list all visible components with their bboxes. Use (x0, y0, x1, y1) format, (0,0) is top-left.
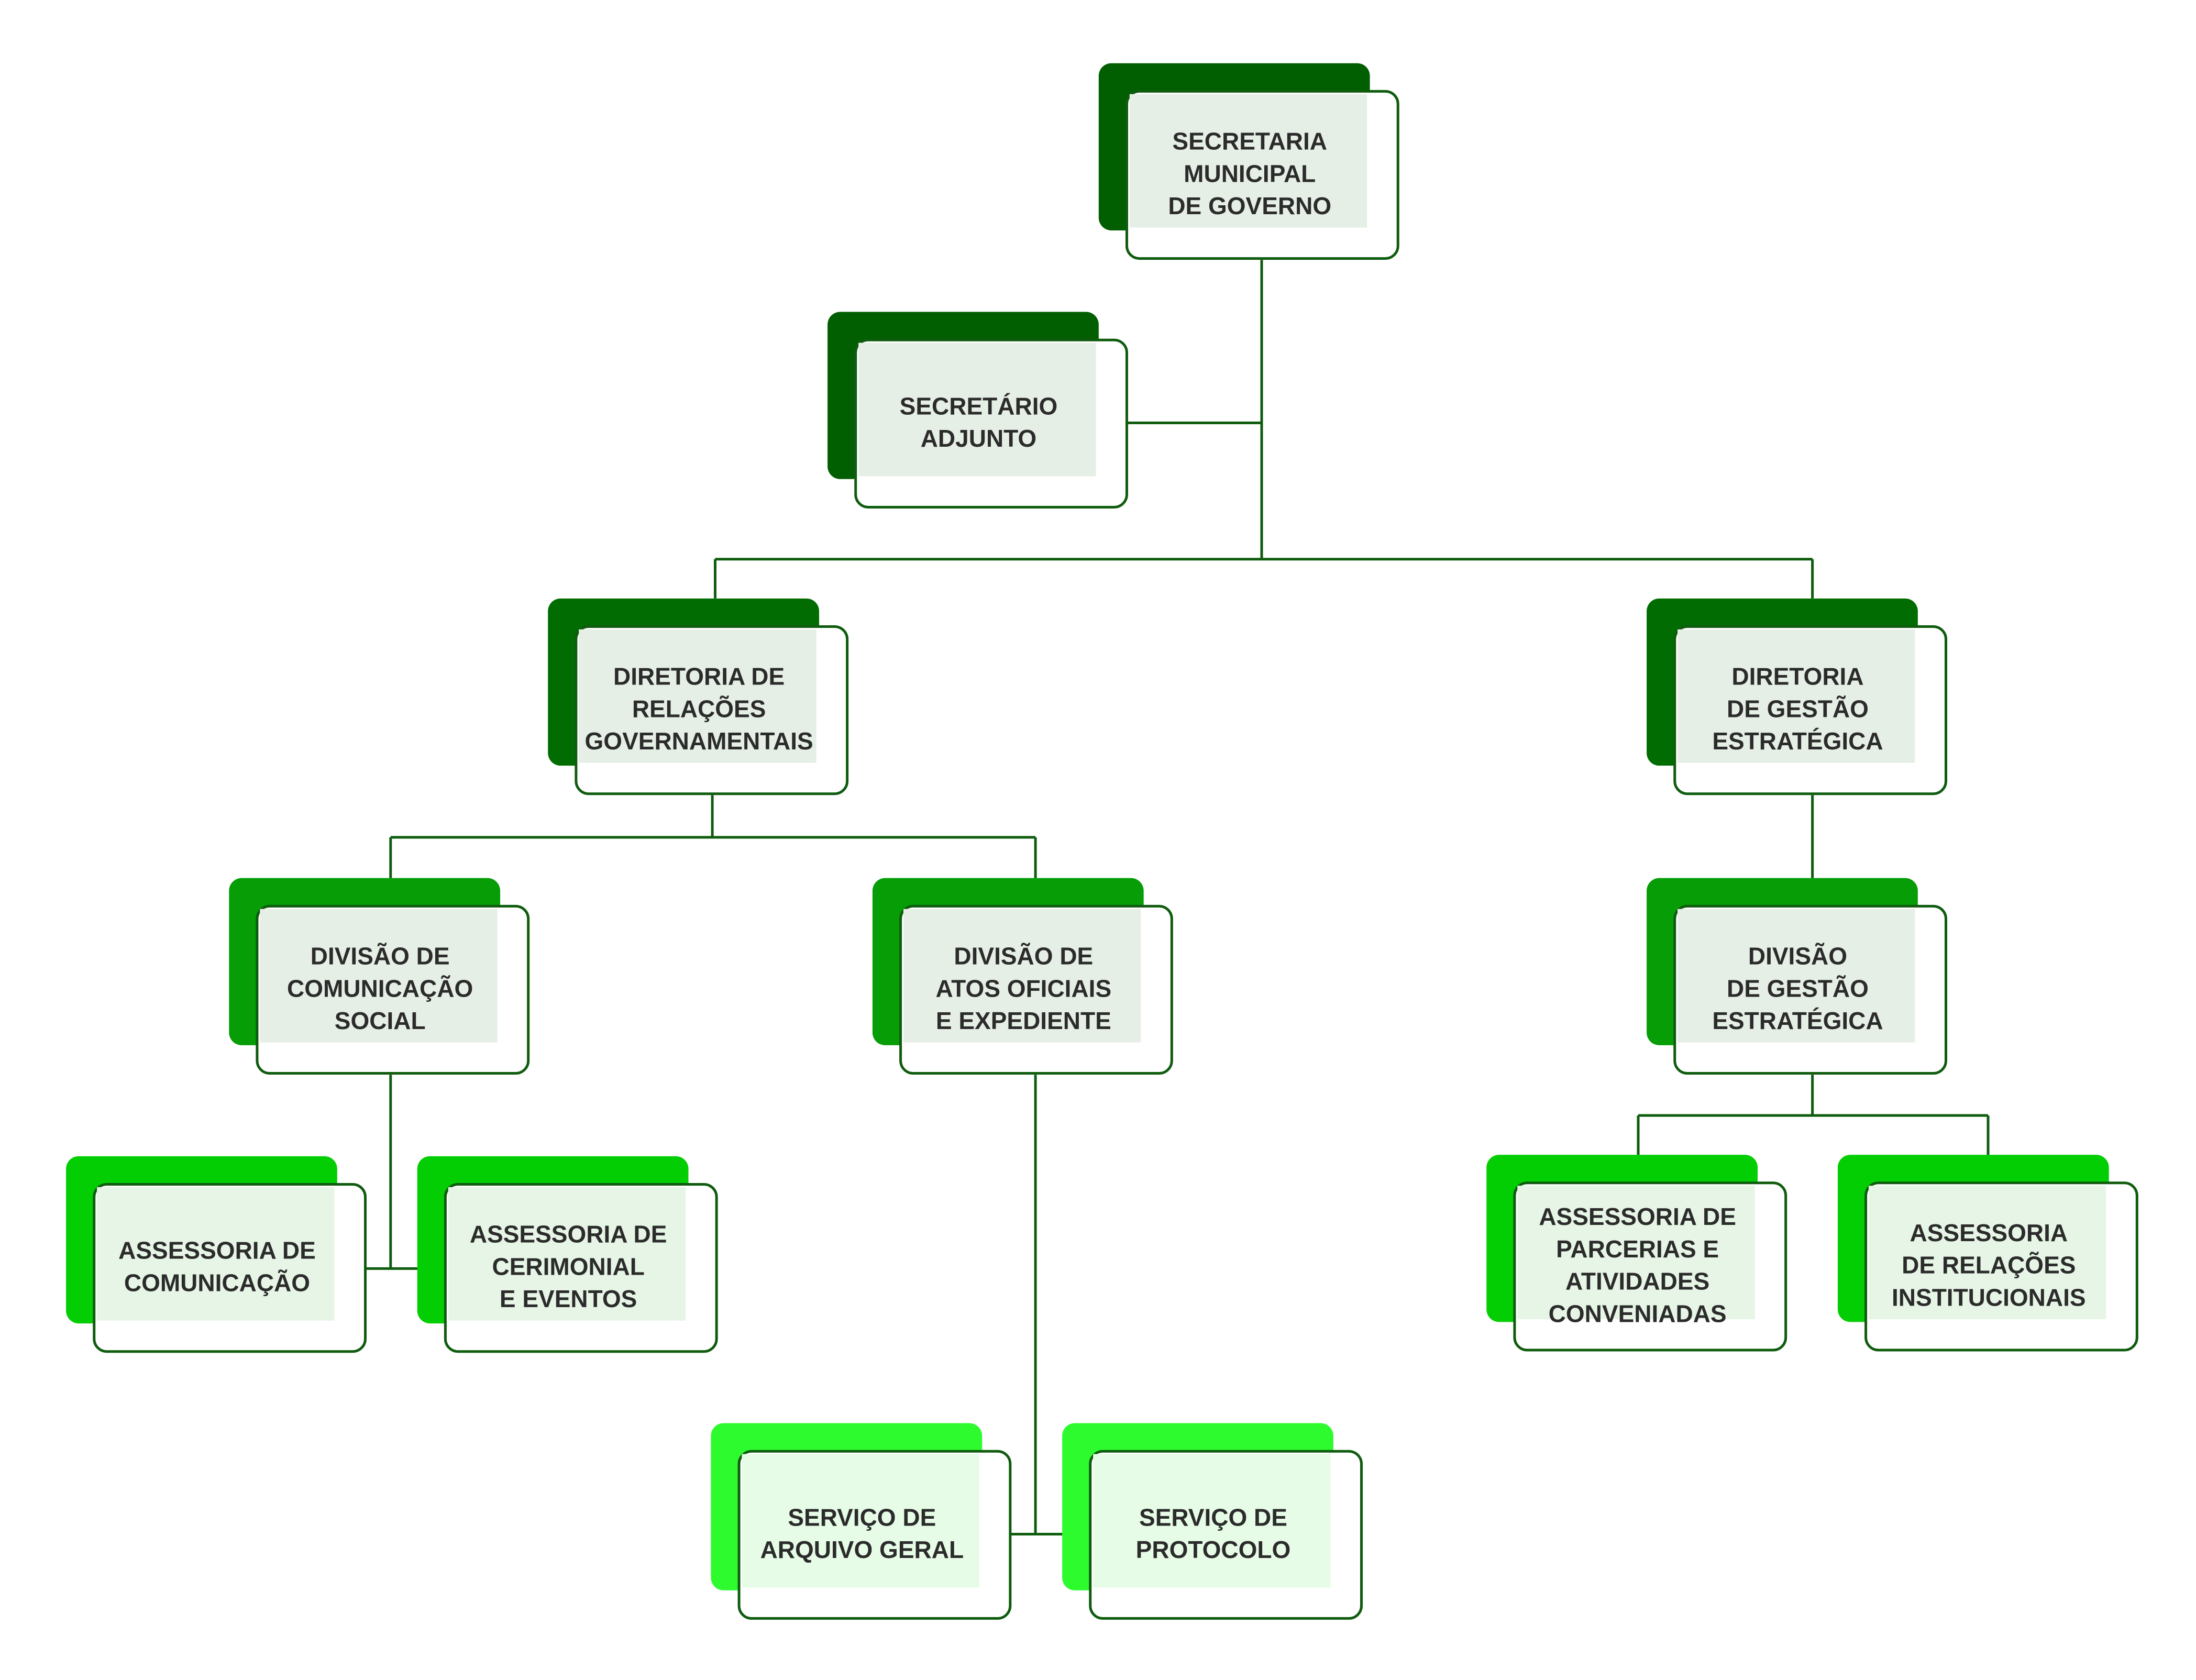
node-label: SERVIÇO DE (1139, 1504, 1287, 1531)
node-label: SERVIÇO DE (788, 1504, 936, 1531)
node-label: SECRETARIA (1172, 128, 1327, 155)
node-tint (1868, 1186, 2106, 1320)
node-label: E EXPEDIENTE (936, 1007, 1111, 1034)
node-label: ADJUNTO (921, 425, 1037, 452)
node-label: SECRETÁRIO (900, 392, 1058, 419)
org-nodes: SECRETARIA MUNICIPAL DE GOVERNO SECRETÁRIO A… (66, 63, 2138, 1620)
node-label: E EVENTOS (500, 1285, 637, 1312)
node-label: ESTRATÉGICA (1712, 727, 1883, 755)
node-label: ARQUIVO GERAL (760, 1536, 964, 1563)
node-label: DIVISÃO DE (954, 943, 1093, 970)
org-node-divisao-atos: DIVISÃO DE ATOS OFICIAIS E EXPEDIENTE (872, 878, 1173, 1075)
node-label: DIVISÃO DE (311, 943, 450, 970)
org-node-assessoria-relacoes: ASSESSORIA DE RELAÇÕES INSTITUCIONAIS (1837, 1155, 2138, 1352)
node-tint (579, 629, 816, 763)
org-node-diretoria-gestao: DIRETORIA DE GESTÃO ESTRATÉGICA (1647, 598, 1947, 795)
node-tint (1678, 629, 1915, 763)
node-label: DE RELAÇÕES (1902, 1252, 2076, 1279)
node-label: INSTITUCIONAIS (1892, 1284, 2086, 1311)
org-node-assessoria-parcerias: ASSESSORIA DE PARCERIAS E ATIVIDADES CONVEN… (1486, 1155, 1787, 1352)
node-tint (903, 909, 1141, 1043)
node-label: GOVERNAMENTAIS (585, 727, 813, 755)
connector-lines (363, 260, 1990, 1535)
node-label: DE GOVERNO (1168, 192, 1331, 219)
node-label: ASSESSORIA DE (470, 1221, 667, 1248)
node-label: ASSESSORIA (1910, 1219, 2068, 1246)
node-label: COMUNICAÇÃO (287, 975, 473, 1002)
node-label: CERIMONIAL (492, 1253, 644, 1280)
node-tint (1678, 909, 1915, 1043)
org-node-diretoria-relacoes: DIRETORIA DE RELAÇÕES GOVERNAMENTAIS (548, 598, 849, 795)
org-node-divisao-comunicacao: DIVISÃO DE COMUNICAÇÃO SOCIAL (229, 878, 530, 1075)
node-tint (858, 342, 1096, 477)
node-tint (1093, 1454, 1331, 1588)
node-label: DIVISÃO (1748, 943, 1847, 970)
node-label: DIRETORIA DE (613, 663, 785, 690)
node-tint (1517, 1186, 1755, 1320)
node-label: MUNICIPAL (1184, 160, 1316, 187)
node-tint (1129, 94, 1367, 228)
node-label: DIRETORIA (1731, 663, 1863, 690)
node-tint (448, 1187, 686, 1321)
node-label: PROTOCOLO (1136, 1536, 1291, 1563)
node-label: ASSESSORIA DE (1539, 1203, 1736, 1230)
org-node-secretario-adjunto: SECRETÁRIO ADJUNTO (827, 312, 1128, 509)
org-node-secretaria: SECRETARIA MUNICIPAL DE GOVERNO (1098, 63, 1399, 260)
org-node-servico-arquivo: SERVIÇO DE ARQUIVO GERAL (711, 1423, 1012, 1620)
org-node-assessoria-comunicacao: ASSESSORIA DE COMUNICAÇÃO (66, 1156, 367, 1353)
node-label: ASSESSORIA DE (118, 1237, 316, 1264)
org-node-divisao-gestao: DIVISÃO DE GESTÃO ESTRATÉGICA (1647, 878, 1947, 1075)
node-label: RELAÇÕES (632, 695, 766, 722)
node-label: ATOS OFICIAIS (935, 975, 1111, 1002)
node-label: CONVENIADAS (1549, 1300, 1727, 1327)
node-tint (742, 1454, 979, 1588)
node-label: PARCERIAS E (1556, 1235, 1719, 1263)
node-label: COMUNICAÇÃO (124, 1269, 310, 1296)
org-node-assessoria-cerimonial: ASSESSORIA DE CERIMONIAL E EVENTOS (417, 1156, 718, 1353)
node-label: DE GESTÃO (1727, 975, 1869, 1002)
node-label: ESTRATÉGICA (1712, 1007, 1883, 1034)
node-tint (97, 1187, 335, 1321)
node-label: ATIVIDADES (1565, 1268, 1709, 1295)
node-label: SOCIAL (335, 1007, 426, 1034)
org-node-servico-protocolo: SERVIÇO DE PROTOCOLO (1062, 1423, 1363, 1620)
node-label: DE GESTÃO (1727, 695, 1869, 722)
node-tint (260, 909, 498, 1043)
